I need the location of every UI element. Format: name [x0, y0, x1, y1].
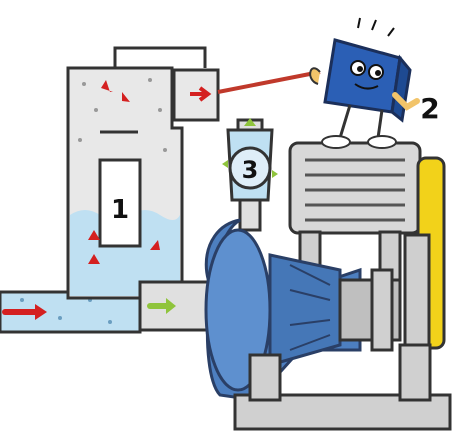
valve: 3	[222, 118, 278, 230]
outlet-pipe	[140, 282, 215, 330]
tank-handle	[115, 48, 205, 68]
book-character: 2	[310, 18, 440, 148]
control-rod	[218, 72, 320, 92]
tank-number-label: 1	[111, 195, 129, 225]
pump-base	[235, 345, 450, 429]
tank: 1	[68, 68, 182, 298]
character-number-label: 2	[420, 92, 439, 125]
valve-number-label: 3	[242, 156, 259, 184]
